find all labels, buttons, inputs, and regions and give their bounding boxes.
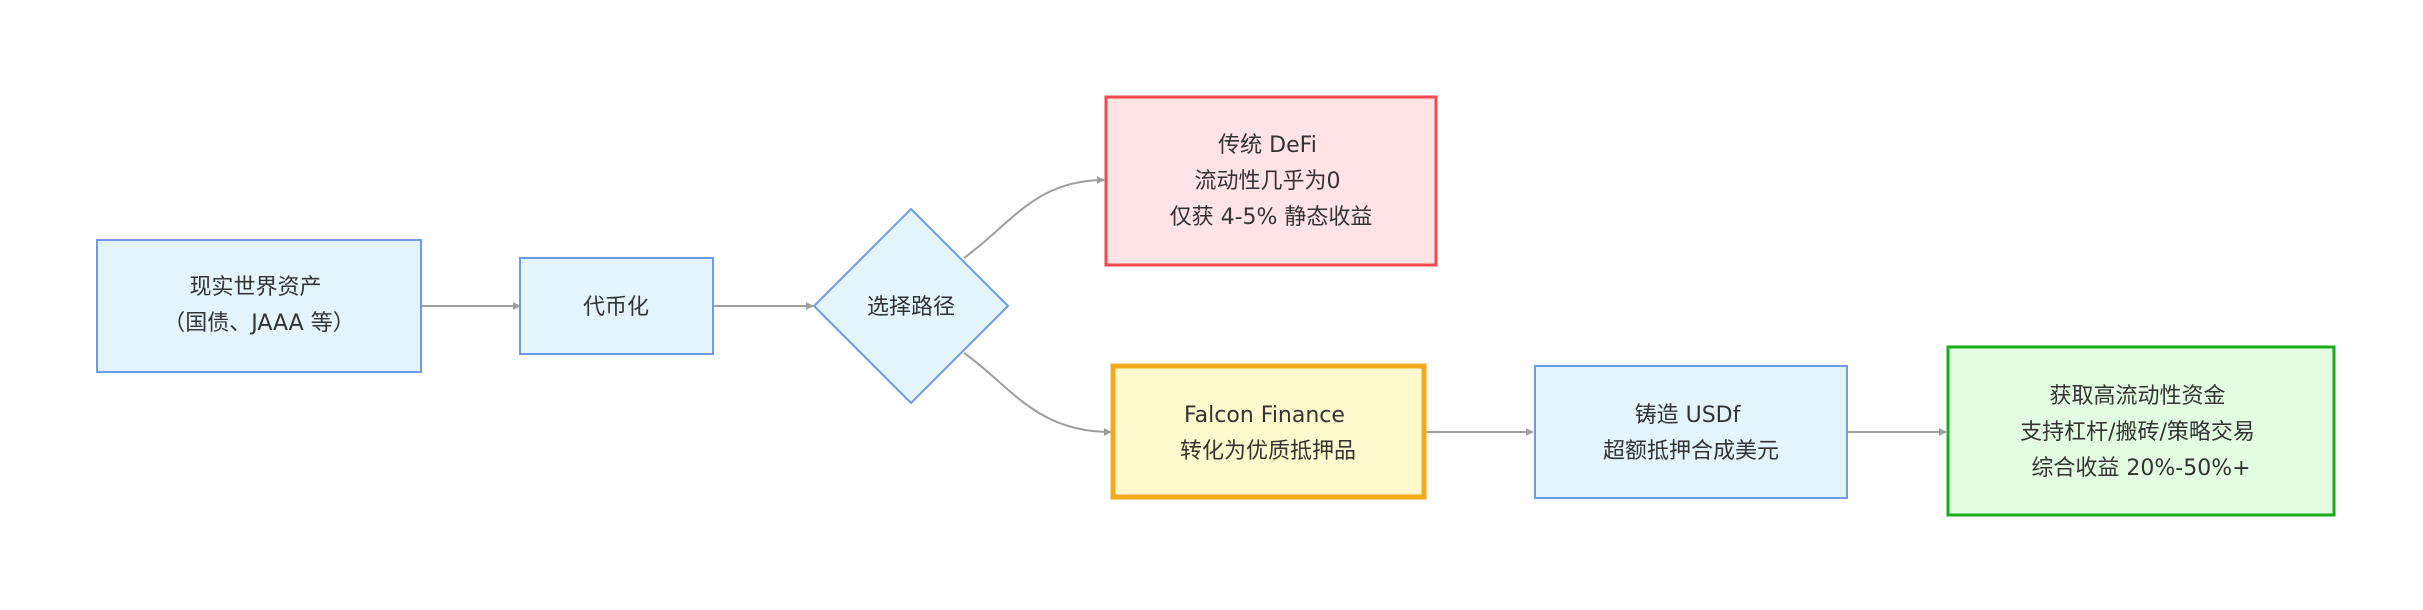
node-falcon-finance[interactable]: Falcon Finance 转化为优质抵押品 [1110,363,1427,500]
node-choose-path-diamond [812,207,1010,405]
edges [421,176,1947,436]
node-mint-usdf[interactable]: 铸造 USDf 超额抵押合成美元 [1534,365,1848,499]
node-traditional-defi-label: 传统 DeFi 流动性几乎为0 仅获 4-5% 静态收益 [1170,133,1373,230]
edge-choose-to-defi [963,176,1105,259]
node-tokenize-label: 代币化 [583,295,649,320]
node-mint-usdf-label: 铸造 USDf 超额抵押合成美元 [1603,403,1779,464]
node-mint-usdf-box [1534,365,1848,499]
node-choose-path-label: 选择路径 [867,295,955,320]
node-choose-path[interactable]: 选择路径 [812,207,1010,405]
node-tokenize[interactable]: 代币化 [519,257,714,355]
node-high-liquidity-box [1946,345,2336,517]
edge-choose-to-falcon [963,352,1112,436]
node-falcon-finance-label: Falcon Finance 转化为优质抵押品 [1180,403,1356,464]
node-falcon-finance-box [1110,363,1427,500]
node-traditional-defi-box [1104,95,1438,267]
node-high-liquidity-label: 获取高流动性资金 支持杠杆/搬砖/策略交易 综合收益 20%-50%+ [2020,384,2262,481]
node-real-world-assets-box [96,239,422,373]
node-real-world-assets-label: 现实世界资产 （国债、JAAA 等） [163,275,354,336]
node-real-world-assets[interactable]: 现实世界资产 （国债、JAAA 等） [96,239,422,373]
node-tokenize-box [519,257,714,355]
node-high-liquidity[interactable]: 获取高流动性资金 支持杠杆/搬砖/策略交易 综合收益 20%-50%+ [1946,345,2336,517]
node-traditional-defi[interactable]: 传统 DeFi 流动性几乎为0 仅获 4-5% 静态收益 [1104,95,1438,267]
